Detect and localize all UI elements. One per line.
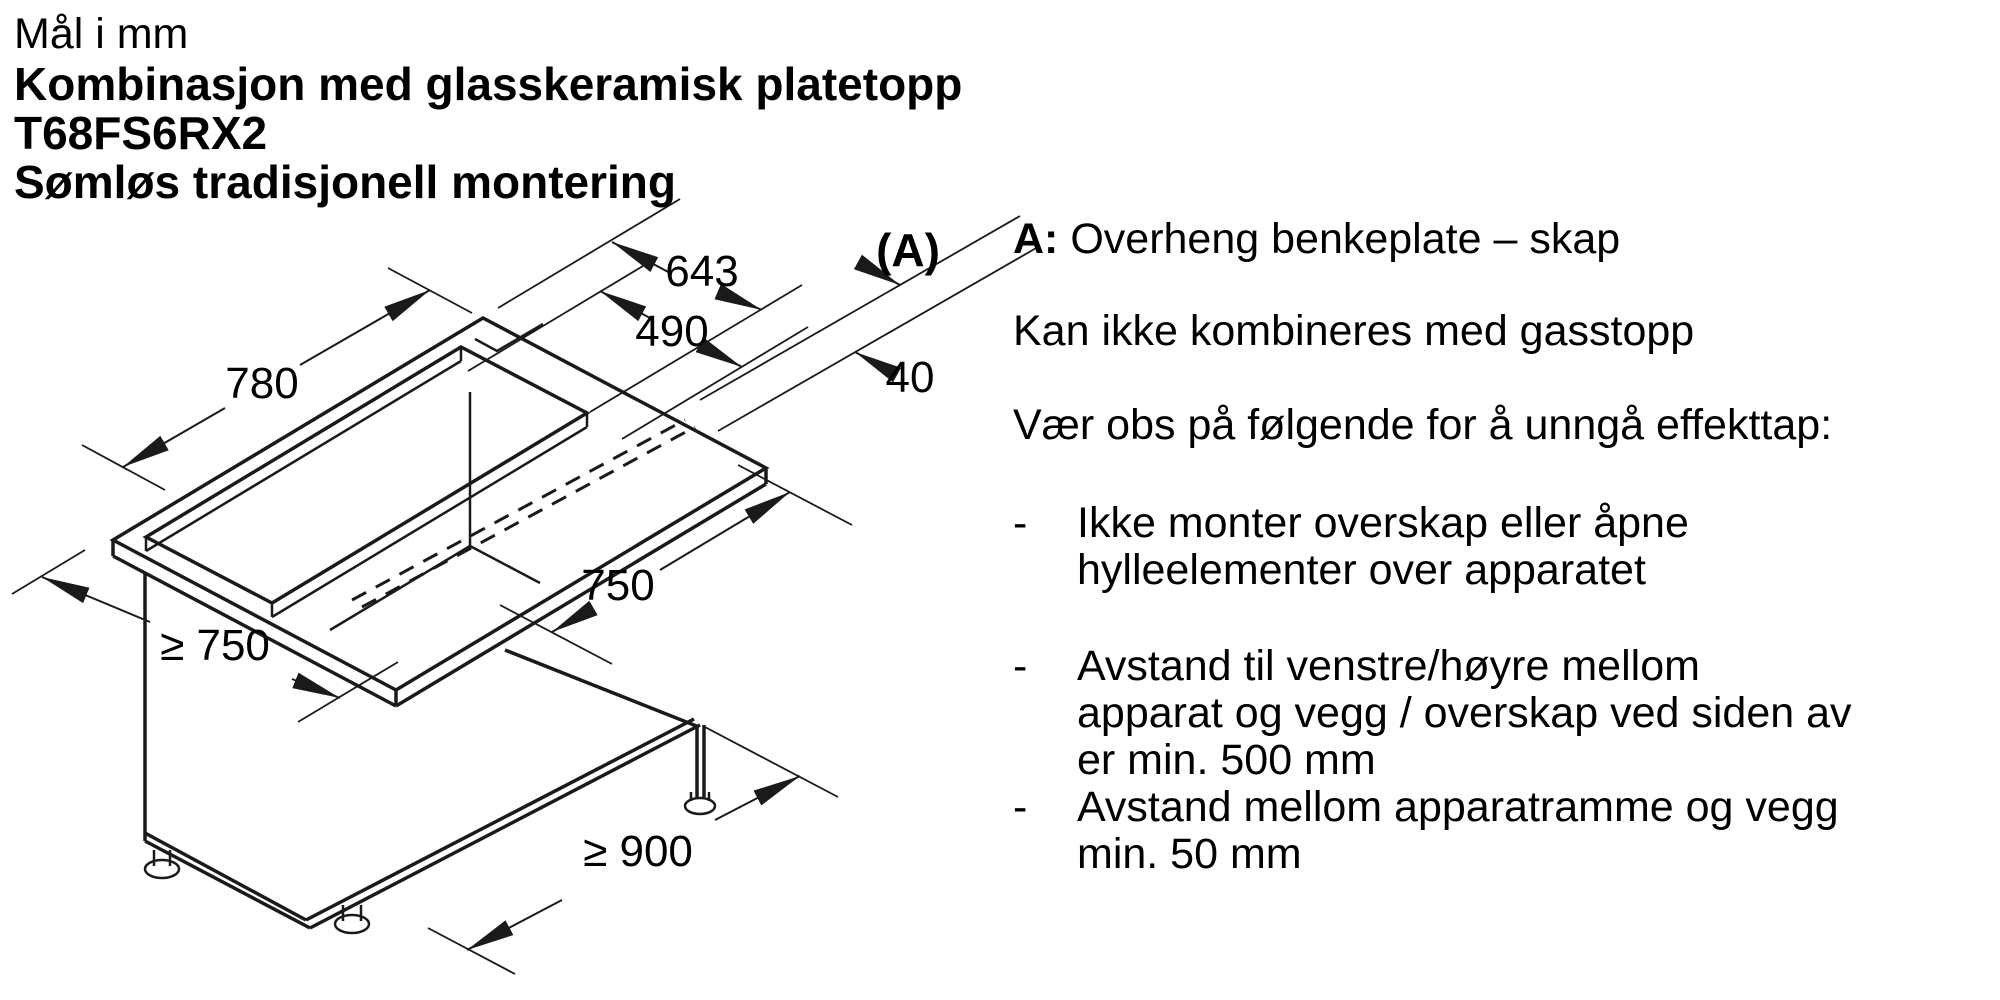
- dim-490-arrow: [695, 337, 743, 368]
- note-bullet-2: - Avstand til venstre/høyre mellom appar…: [1013, 643, 1852, 784]
- worktop-front-left-bottom-edge: [112, 554, 397, 708]
- units-note: Mål i mm: [14, 10, 189, 58]
- dim-40-arrow: [854, 351, 902, 383]
- cabinet-foot-back-right: [683, 792, 717, 816]
- note-overhang-label: A:: [1013, 215, 1059, 263]
- cabinet-bottom-right-edge-inner: [305, 717, 695, 922]
- dim-780-arrow: [299, 289, 431, 366]
- dimension-labels: 643 490 40 (A) 780 750 ≥ 750 ≥ 900: [160, 224, 940, 876]
- bullet-dash: -: [1013, 642, 1028, 690]
- dim-40-arrow: [853, 254, 901, 286]
- cabinet-bottom-right-edge: [309, 723, 701, 930]
- dim-ge750-arrow: [291, 672, 341, 699]
- cabinet-inner-floor-edge: [469, 544, 541, 585]
- dim-label-40: 40: [886, 353, 935, 402]
- bullet-line: hylleelementer over apparatet: [1077, 546, 1646, 594]
- bullet-line: min. 50 mm: [1077, 830, 1302, 878]
- cutout-inner-face: [145, 359, 462, 553]
- bullet-line: er min. 500 mm: [1077, 736, 1376, 784]
- bullet-line: apparat og vegg / overskap ved siden av: [1077, 689, 1852, 737]
- dim-780-arrow: [122, 407, 226, 468]
- cabinet-bottom-front-edge: [144, 839, 311, 930]
- cabinet-foot-front: [333, 905, 371, 935]
- dim-ge900-arrow: [714, 775, 801, 821]
- note-warning-intro: Vær obs på følgende for å unngå effektta…: [1013, 401, 1833, 449]
- dimension-lines: [41, 241, 902, 951]
- air-slot-dashed-line: [351, 418, 686, 602]
- dim-label-750: 750: [581, 561, 654, 610]
- page-title: Kombinasjon med glasskeramisk platetopp: [14, 58, 963, 110]
- model-number: T68FS6RX2: [14, 107, 268, 159]
- cabinet-right-top-edge: [504, 648, 700, 729]
- bullet-text: Avstand mellom apparatramme og vegg min.…: [1077, 784, 1839, 878]
- note-bullet-1: - Ikke monter overskap eller åpne hyllee…: [1013, 500, 1689, 594]
- dim-label-overhang-A: (A): [876, 224, 940, 276]
- dim-643-arrow: [714, 283, 763, 311]
- bullet-line: Ikke monter overskap eller åpne: [1077, 499, 1689, 547]
- extension-lines: [11, 198, 1039, 975]
- bullet-line: Avstand til venstre/høyre mellom: [1077, 642, 1700, 690]
- dim-label-ge900: ≥ 900: [583, 827, 693, 876]
- dim-750-arrow: [551, 600, 598, 633]
- bullet-dash: -: [1013, 499, 1028, 547]
- cabinet-inner-floor-edge: [329, 544, 471, 632]
- dim-label-643: 643: [665, 247, 738, 296]
- dim-750-arrow: [659, 491, 791, 571]
- note-bullet-3: - Avstand mellom apparatramme og vegg mi…: [1013, 784, 1839, 878]
- cutout-inner-face: [271, 425, 588, 619]
- cutout-flange-notch: [474, 322, 544, 353]
- dim-643-arrow: [611, 241, 673, 275]
- note-no-gas: Kan ikke kombineres med gasstopp: [1013, 307, 1695, 355]
- dim-ge750-arrow: [41, 576, 151, 623]
- base-cabinet: [143, 392, 717, 935]
- cabinet-bottom-front-edge-inner: [144, 831, 307, 922]
- dim-label-780: 780: [225, 359, 298, 408]
- dim-label-490: 490: [635, 307, 708, 356]
- note-overhang: A: Overheng benkeplate – skap: [1013, 216, 1620, 263]
- dim-ge900-arrow: [466, 899, 563, 951]
- worktop-cutout: [142, 344, 591, 606]
- worktop-front-right-bottom-edge: [395, 482, 767, 708]
- note-overhang-text: Overheng benkeplate – skap: [1070, 215, 1621, 263]
- cabinet-foot-front-left: [143, 850, 181, 880]
- dim-label-ge750: ≥ 750: [160, 621, 270, 670]
- bullet-dash: -: [1013, 783, 1028, 831]
- bullet-text: Avstand til venstre/høyre mellom apparat…: [1077, 643, 1852, 784]
- subtitle: Sømløs tradisjonell montering: [14, 156, 676, 208]
- dim-490-arrow: [599, 290, 651, 322]
- bullet-text: Ikke monter overskap eller åpne hylleele…: [1077, 500, 1689, 594]
- bullet-line: Avstand mellom apparatramme og vegg: [1077, 783, 1839, 831]
